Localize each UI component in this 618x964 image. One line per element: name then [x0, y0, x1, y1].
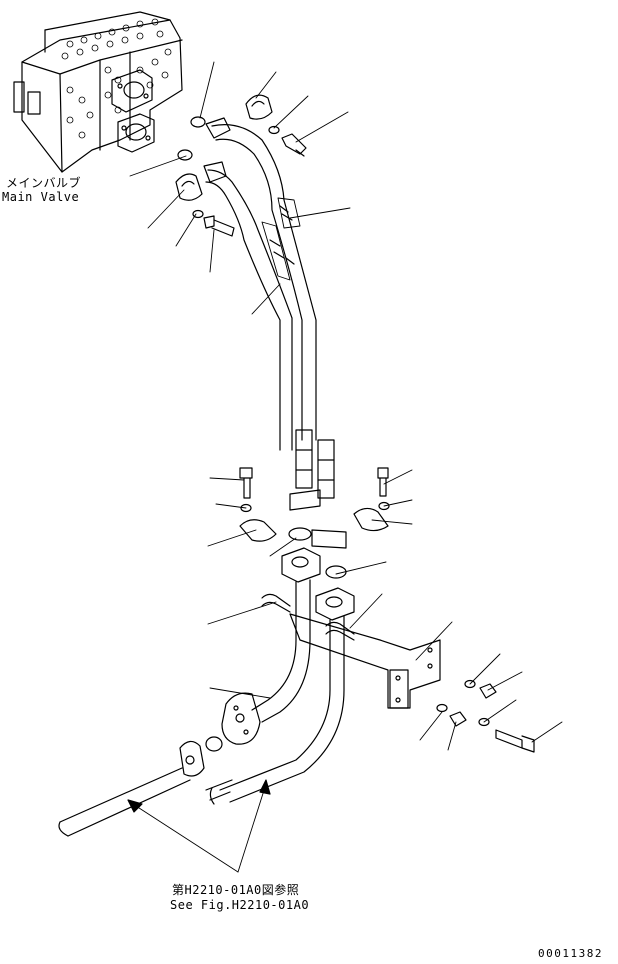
nut [450, 712, 466, 726]
main-valve [14, 12, 182, 172]
washer [379, 503, 389, 510]
washer [479, 719, 489, 726]
main-valve-label-en: Main Valve [2, 190, 80, 204]
bolt [496, 730, 534, 752]
drawing-number: 00011382 [538, 947, 603, 960]
arrow-head [128, 800, 142, 812]
washer [465, 681, 475, 688]
nut [480, 684, 496, 698]
washer [269, 127, 279, 134]
o-ring [289, 528, 311, 540]
leader-lines [130, 62, 562, 872]
steel-pipe-assembly [59, 548, 354, 836]
reference-label-en: See Fig.H2210-01A0 [170, 898, 310, 912]
bolt [282, 134, 306, 156]
split-flange [240, 520, 276, 541]
split-flange [354, 508, 388, 530]
hose-assembly-upper [204, 118, 346, 548]
split-flange-upper [246, 95, 272, 119]
arrow-head [260, 780, 270, 794]
split-flange-lower [176, 174, 202, 200]
bolt [378, 468, 388, 496]
bracket [290, 614, 440, 708]
washer [437, 705, 447, 712]
o-ring [178, 150, 192, 160]
washer [241, 505, 251, 512]
reference-label-jp: 第H2210-01A0図参照 [172, 883, 300, 897]
washer [193, 211, 203, 218]
bolt [240, 468, 252, 498]
bolt [204, 216, 234, 236]
o-ring [191, 117, 205, 127]
main-valve-label-jp: メインバルブ [6, 176, 82, 190]
